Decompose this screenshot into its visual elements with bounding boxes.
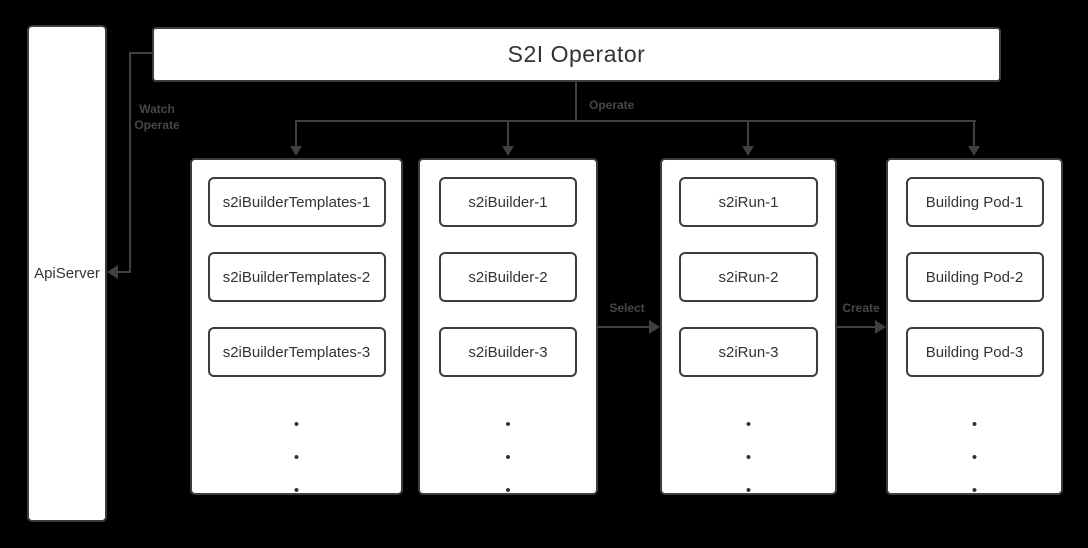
s2irun-1-node: s2iRun-1	[679, 177, 818, 227]
watch-label-line: Watch	[139, 102, 175, 116]
operate-edge-drop	[507, 120, 509, 147]
s2ibuildertemplates-2-node: s2iBuilderTemplates-2	[207, 252, 386, 302]
operate-arrowhead	[290, 146, 302, 156]
s2ibuilder-2-node: s2iBuilder-2	[439, 252, 577, 302]
edge-label-operate: Operate	[589, 98, 635, 112]
watch-operate-arrowhead	[107, 265, 118, 279]
watch-operate-edge-segment	[117, 271, 131, 273]
building-pod-2-node: Building Pod-2	[905, 252, 1044, 302]
s2i-operator-label: S2I Operator	[507, 41, 646, 67]
s2i-operator-node: S2I Operator	[152, 27, 1001, 82]
s2irun-group: s2iRun-1 s2iRun-2 s2iRun-3 • • •	[660, 158, 837, 499]
edge-label-watch-operate: Watch Operate	[124, 101, 190, 133]
s2irun-3-node: s2iRun-3	[679, 327, 818, 377]
ellipsis-dots: • • •	[505, 416, 511, 499]
edge-label-create: Create	[842, 301, 880, 315]
watch-operate-edge-segment	[129, 52, 152, 54]
operate-edge-drop	[973, 120, 975, 147]
s2irun-2-node: s2iRun-2	[679, 252, 818, 302]
operate-arrowhead	[968, 146, 980, 156]
select-edge	[598, 326, 649, 328]
s2ibuilder-1-node: s2iBuilder-1	[439, 177, 577, 227]
operate-edge-drop	[747, 120, 749, 147]
s2ibuildertemplates-3-node: s2iBuilderTemplates-3	[207, 327, 386, 377]
building-pod-1-node: Building Pod-1	[905, 177, 1044, 227]
building-pod-3-node: Building Pod-3	[905, 327, 1044, 377]
select-arrowhead	[649, 320, 660, 334]
watch-operate-edge-segment	[129, 52, 131, 273]
apiserver-label: ApiServer	[34, 265, 100, 282]
edge-label-select: Select	[609, 301, 645, 315]
operate-edge-drop	[295, 120, 297, 147]
operate-edge-trunk	[575, 82, 577, 122]
s2ibuilder-group: s2iBuilder-1 s2iBuilder-2 s2iBuilder-3 •…	[418, 158, 598, 499]
operate-edge-bus	[295, 120, 976, 122]
s2ibuilder-3-node: s2iBuilder-3	[439, 327, 577, 377]
ellipsis-dots: • • •	[293, 416, 300, 499]
operate-label-line: Operate	[134, 118, 180, 132]
operate-arrowhead	[742, 146, 754, 156]
s2ibuildertemplates-group: s2iBuilderTemplates-1 s2iBuilderTemplate…	[190, 158, 403, 499]
ellipsis-dots: • • •	[745, 416, 752, 499]
create-arrowhead	[875, 320, 886, 334]
s2ibuildertemplates-1-node: s2iBuilderTemplates-1	[207, 177, 386, 227]
operate-arrowhead	[502, 146, 514, 156]
building-pod-group: Building Pod-1 Building Pod-2 Building P…	[886, 158, 1063, 499]
apiserver-node: ApiServer	[27, 25, 107, 522]
create-edge	[837, 326, 875, 328]
ellipsis-dots: • • •	[971, 416, 978, 499]
